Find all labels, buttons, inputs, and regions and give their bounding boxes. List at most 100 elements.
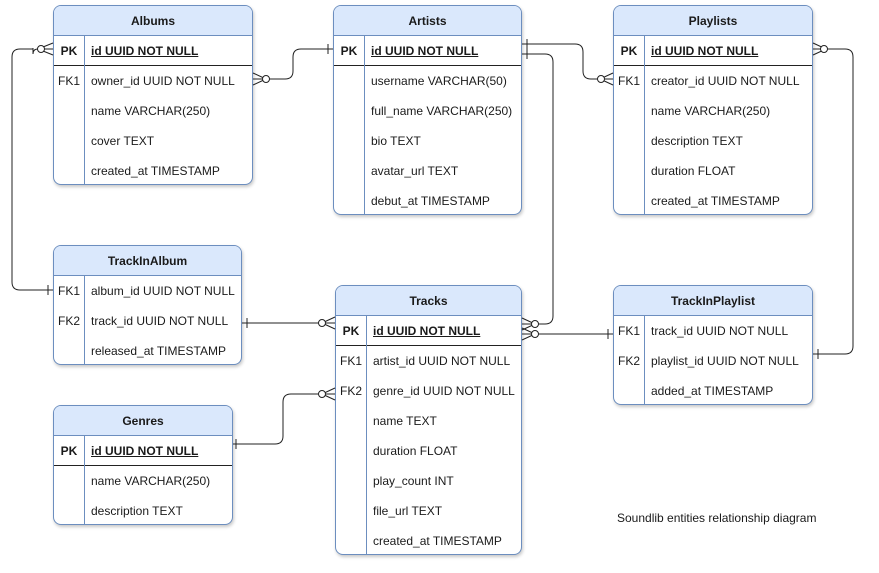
key-label	[614, 376, 644, 404]
key-label	[334, 96, 364, 126]
field-name: created_at TIMESTAMP	[651, 194, 780, 208]
field-row[interactable]: FK1 track_id UUID NOT NULL	[614, 316, 812, 346]
entity-title: Albums	[54, 6, 252, 36]
field-name: duration FLOAT	[651, 164, 736, 178]
key-label	[336, 496, 366, 526]
key-label: FK2	[57, 314, 80, 328]
field-row[interactable]: description TEXT	[54, 496, 232, 524]
field-name: duration FLOAT	[373, 444, 458, 458]
key-label	[334, 126, 364, 156]
field-name: description TEXT	[651, 134, 743, 148]
key-label	[614, 96, 644, 126]
field-row[interactable]: name VARCHAR(250)	[54, 466, 232, 496]
field-row[interactable]: cover TEXT	[54, 126, 252, 156]
field-name: username VARCHAR(50)	[371, 74, 507, 88]
relationship-trackinalbum-tracks[interactable]	[242, 316, 336, 330]
field-row[interactable]: avatar_url TEXT	[334, 156, 521, 186]
key-label	[54, 96, 84, 126]
field-row[interactable]: full_name VARCHAR(250)	[334, 96, 521, 126]
field-row[interactable]: created_at TIMESTAMP	[614, 186, 812, 214]
key-label	[336, 436, 366, 466]
entity-title: TrackInAlbum	[54, 246, 241, 276]
key-label	[614, 186, 644, 214]
key-label: FK1	[339, 354, 362, 368]
key-label	[54, 156, 84, 184]
entity-title: Artists	[334, 6, 521, 36]
field-name: avatar_url TEXT	[371, 164, 459, 178]
key-label: FK1	[617, 324, 640, 338]
entity-title: Tracks	[336, 286, 521, 316]
key-label: PK	[60, 44, 78, 58]
field-name: released_at TIMESTAMP	[91, 344, 226, 358]
field-row[interactable]: name TEXT	[336, 406, 521, 436]
field-row[interactable]: description TEXT	[614, 126, 812, 156]
field-name: track_id UUID NOT NULL	[91, 314, 229, 328]
field-row[interactable]: FK1 album_id UUID NOT NULL	[54, 276, 241, 306]
entity-title: Genres	[54, 406, 232, 436]
field-name: album_id UUID NOT NULL	[91, 284, 235, 298]
relationship-albums-artists[interactable]	[252, 44, 333, 86]
relationship-genres-tracks[interactable]	[233, 387, 336, 449]
entity-trackinalbum[interactable]: TrackInAlbum FK1 album_id UUID NOT NULL F…	[53, 245, 242, 365]
field-row[interactable]: created_at TIMESTAMP	[336, 526, 521, 554]
field-name: owner_id UUID NOT NULL	[91, 74, 235, 88]
key-label	[54, 336, 84, 364]
relationship-artists-playlists[interactable]	[522, 39, 614, 86]
field-name: name VARCHAR(250)	[651, 104, 771, 118]
relationship-playlists-trackinplaylist[interactable]	[812, 42, 854, 359]
field-row[interactable]: play_count INT	[336, 466, 521, 496]
field-row[interactable]: created_at TIMESTAMP	[54, 156, 252, 184]
field-name: play_count INT	[373, 474, 454, 488]
field-row[interactable]: name VARCHAR(250)	[614, 96, 812, 126]
field-name: created_at TIMESTAMP	[373, 534, 502, 548]
field-name: id UUID NOT NULL	[91, 444, 199, 458]
field-row[interactable]: file_url TEXT	[336, 496, 521, 526]
key-label	[614, 156, 644, 186]
field-row[interactable]: duration FLOAT	[614, 156, 812, 186]
relationship-tracks-trackinplaylist[interactable]	[521, 327, 613, 341]
field-name: debut_at TIMESTAMP	[371, 194, 490, 208]
entity-title: Playlists	[614, 6, 812, 36]
key-label	[54, 496, 84, 524]
field-row[interactable]: debut_at TIMESTAMP	[334, 186, 521, 214]
field-list: FK1 album_id UUID NOT NULL FK2 track_id UU…	[54, 276, 241, 364]
field-row[interactable]: duration FLOAT	[336, 436, 521, 466]
field-name: full_name VARCHAR(250)	[371, 104, 513, 118]
field-row[interactable]: added_at TIMESTAMP	[614, 376, 812, 404]
field-row[interactable]: FK2 track_id UUID NOT NULL	[54, 306, 241, 336]
key-label: FK2	[339, 384, 362, 398]
field-row[interactable]: name VARCHAR(250)	[54, 96, 252, 126]
key-label	[336, 466, 366, 496]
relationship-artists-tracks[interactable]	[521, 49, 554, 331]
key-label	[336, 406, 366, 436]
field-row[interactable]: released_at TIMESTAMP	[54, 336, 241, 364]
field-name: id UUID NOT NULL	[651, 44, 759, 58]
field-row[interactable]: username VARCHAR(50)	[334, 66, 521, 96]
key-label: FK1	[57, 284, 80, 298]
field-row[interactable]: bio TEXT	[334, 126, 521, 156]
field-name: track_id UUID NOT NULL	[651, 324, 789, 338]
relationship-albums-trackinalbum[interactable]	[11, 42, 54, 295]
field-name: description TEXT	[91, 504, 183, 518]
